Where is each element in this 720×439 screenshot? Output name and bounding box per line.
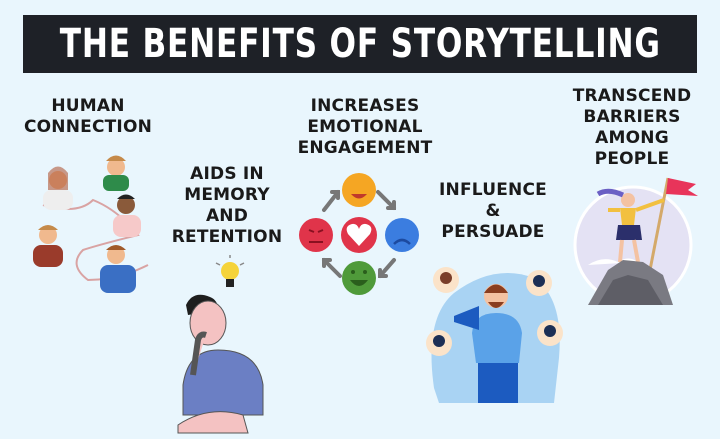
label-influence-persuade: INFLUENCE & PERSUADE: [439, 180, 547, 242]
page-title: THE BENEFITS OF STORYTELLING: [59, 21, 661, 67]
label-memory-retention: AIDS IN MEMORY AND RETENTION: [171, 164, 283, 247]
thinking-man-icon: [177, 255, 264, 434]
label-transcend-barriers: TRANSCEND BARRIERS AMONG PEOPLE: [572, 86, 692, 169]
label-emotional-engagement: INCREASES EMOTIONAL ENGAGEMENT: [297, 96, 433, 158]
mountain-flag-icon: [573, 177, 698, 305]
megaphone-man-icon: [426, 267, 563, 403]
label-human-connection: HUMAN CONNECTION: [23, 96, 153, 137]
people-connection-icon: [33, 155, 149, 293]
title-banner: THE BENEFITS OF STORYTELLING: [23, 15, 697, 73]
emotion-cycle-icon: [299, 173, 419, 295]
